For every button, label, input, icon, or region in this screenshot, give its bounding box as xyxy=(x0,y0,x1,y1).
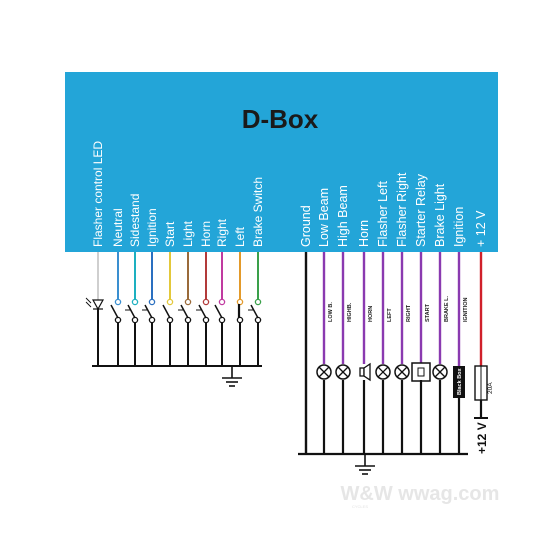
switch-contact xyxy=(114,298,122,306)
switch-contact xyxy=(148,316,156,324)
left-pin-label: Ignition xyxy=(145,208,159,247)
right-pin-label: High Beam xyxy=(336,185,350,247)
right-pin-label: Flasher Left xyxy=(376,180,390,247)
left-pin-label: Light xyxy=(181,220,195,247)
supply-voltage-label: +12 V xyxy=(475,422,489,454)
switch-contact xyxy=(114,316,122,324)
watermark-text: W&W wwag.com xyxy=(341,483,500,505)
right-pin-label: Ignition xyxy=(452,207,466,247)
switch-lever xyxy=(180,304,189,319)
switch-contact xyxy=(148,298,156,306)
relay-coil xyxy=(417,367,425,377)
watermark: W&W wwag.com CYCLES xyxy=(341,483,500,509)
right-pin-label: Low Beam xyxy=(317,188,331,247)
switch-contact xyxy=(254,316,262,324)
left-pin-label: Horn xyxy=(199,221,213,247)
right-pin-label: + 12 V xyxy=(474,210,488,247)
switch-contact xyxy=(236,298,244,306)
wire-tag-label: LOW B. xyxy=(328,302,334,322)
black-box-label: Black Box xyxy=(457,367,463,395)
switch-contact xyxy=(202,298,210,306)
right-pin-label: Ground xyxy=(299,205,313,247)
switch-lever xyxy=(144,304,153,319)
input-switch-circuit xyxy=(85,252,262,367)
led-symbol xyxy=(91,299,105,311)
switch-contact xyxy=(184,316,192,324)
wire-tag-label: BRAKE L. xyxy=(444,296,450,322)
switch-lever xyxy=(162,304,171,319)
wire-tag-label: HORN xyxy=(368,306,374,322)
switch-lever xyxy=(110,304,119,319)
left-pin-label: Left xyxy=(233,226,247,247)
ground-symbol-right xyxy=(355,454,375,475)
horn-bell xyxy=(363,362,371,382)
right-pin-label: Flasher Right xyxy=(395,172,409,247)
switch-contact xyxy=(218,298,226,306)
switch-contact xyxy=(254,298,262,306)
left-pin-label: Start xyxy=(163,221,177,247)
d-box-module xyxy=(65,72,498,252)
switch-contact xyxy=(166,298,174,306)
switch-contact xyxy=(202,316,210,324)
watermark-subtext: CYCLES xyxy=(352,504,368,509)
switch-contact xyxy=(131,316,139,324)
wire-tag-label: START xyxy=(425,303,431,322)
black-box-icon xyxy=(453,366,465,398)
switch-lever xyxy=(214,304,223,319)
right-pin-label: Horn xyxy=(357,220,371,247)
led-ray xyxy=(85,301,92,308)
output-load-circuit: LOW B. HIGHB. HORN LEFT RIGHT START BRAKE L. IG… xyxy=(298,252,494,456)
left-pin-label: Flasher control LED xyxy=(91,141,105,247)
switch-lever xyxy=(198,304,207,319)
wire-tag-label: LEFT xyxy=(387,308,393,322)
fuse-rating-label: 20A xyxy=(487,382,494,394)
wire-tag-label: HIGHB. xyxy=(347,302,353,322)
switch-contact xyxy=(166,316,174,324)
right-pin-label: Brake Light xyxy=(433,183,447,247)
switch-contact xyxy=(131,298,139,306)
switch-lever xyxy=(250,304,259,319)
lamp-cross xyxy=(377,366,389,378)
ground-symbol-left xyxy=(222,366,242,387)
lamp-cross xyxy=(318,366,330,378)
relay-icon xyxy=(411,362,431,382)
wire-tag-label: RIGHT xyxy=(406,304,412,322)
switch-contact xyxy=(184,298,192,306)
right-pin-label: Starter Relay xyxy=(414,173,428,247)
left-pin-label: Neutral xyxy=(111,208,125,247)
switch-contact xyxy=(236,316,244,324)
d-box-title: D-Box xyxy=(242,104,319,134)
lamp-cross xyxy=(396,366,408,378)
left-pin-label: Right xyxy=(215,218,229,247)
lamp-cross xyxy=(337,366,349,378)
left-pin-label: Sidestand xyxy=(128,194,142,247)
wire-tag-label: IGNITION xyxy=(463,298,469,322)
led-ray xyxy=(85,297,92,304)
switch-contact xyxy=(218,316,226,324)
lamp-cross xyxy=(434,366,446,378)
switch-lever xyxy=(127,304,136,319)
left-pin-label: Brake Switch xyxy=(251,177,265,247)
